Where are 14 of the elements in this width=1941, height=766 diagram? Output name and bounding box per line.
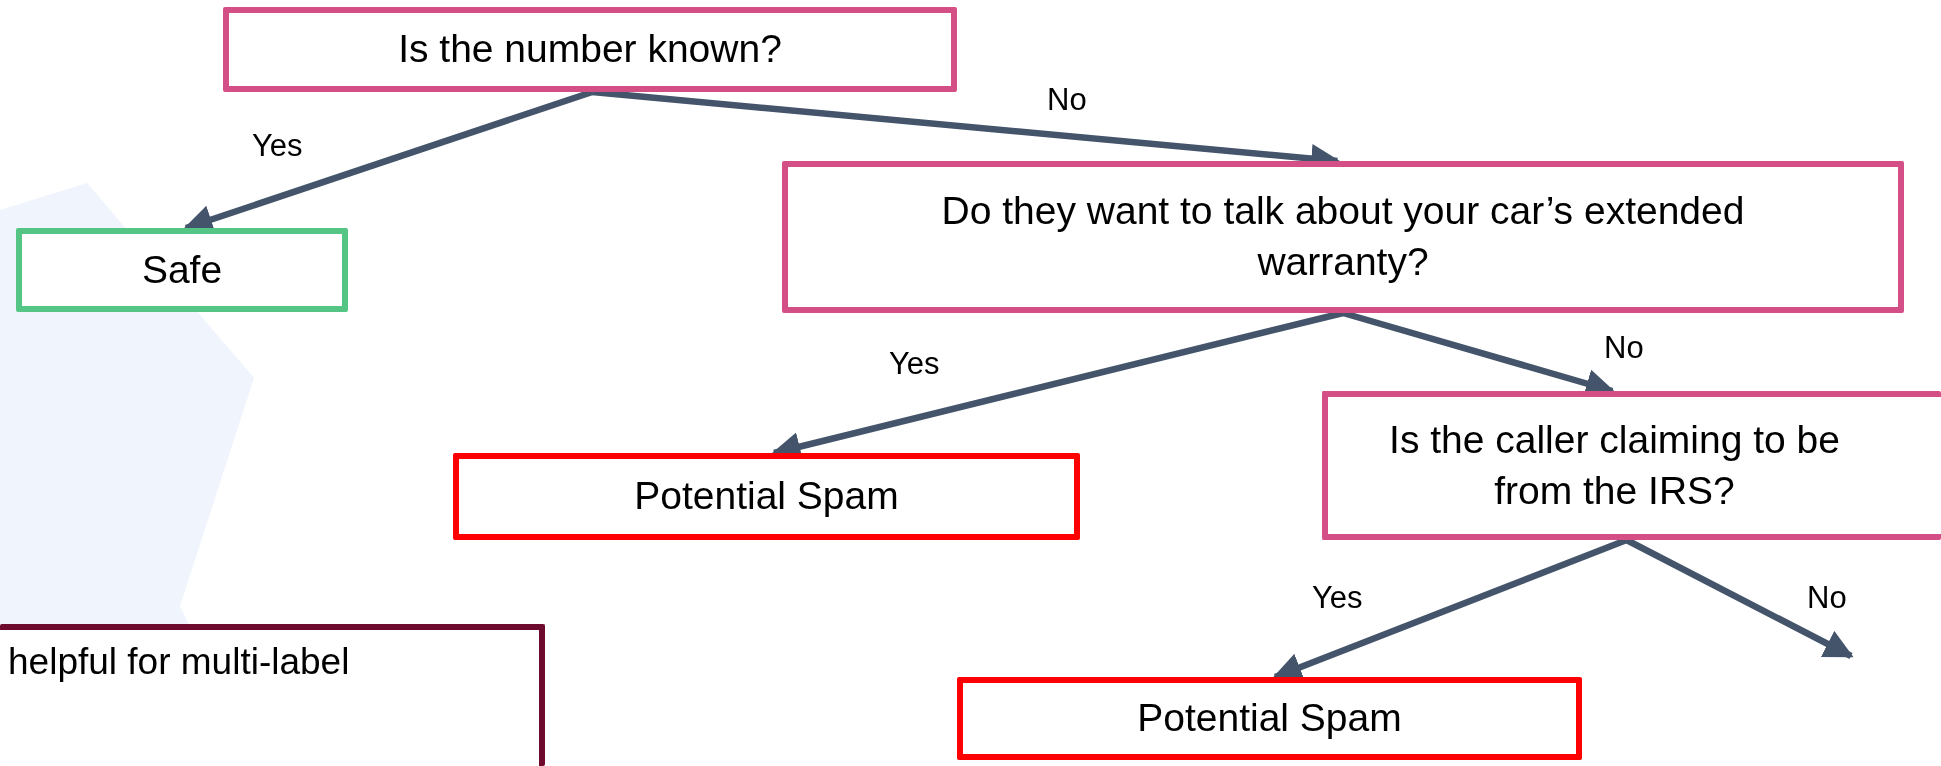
- node-text: Potential Spam: [634, 473, 899, 520]
- outcome-box: [453, 453, 1080, 540]
- question-box: [1322, 391, 1941, 540]
- outcome-box: [16, 228, 348, 312]
- node-text: Is the number known?: [398, 26, 782, 73]
- question-box: [223, 7, 957, 92]
- node-text: Is the caller claiming to be from the IRS?: [1388, 416, 1841, 514]
- node-text: helpful for multi-label: [8, 640, 350, 684]
- outcome-box: [957, 677, 1582, 760]
- node-text: Do they want to talk about your car’s extended warranty?: [940, 188, 1746, 285]
- note-box: [0, 624, 545, 766]
- node-text: Safe: [141, 246, 223, 293]
- question-box: [782, 161, 1904, 313]
- node-text: Potential Spam: [1137, 695, 1402, 742]
